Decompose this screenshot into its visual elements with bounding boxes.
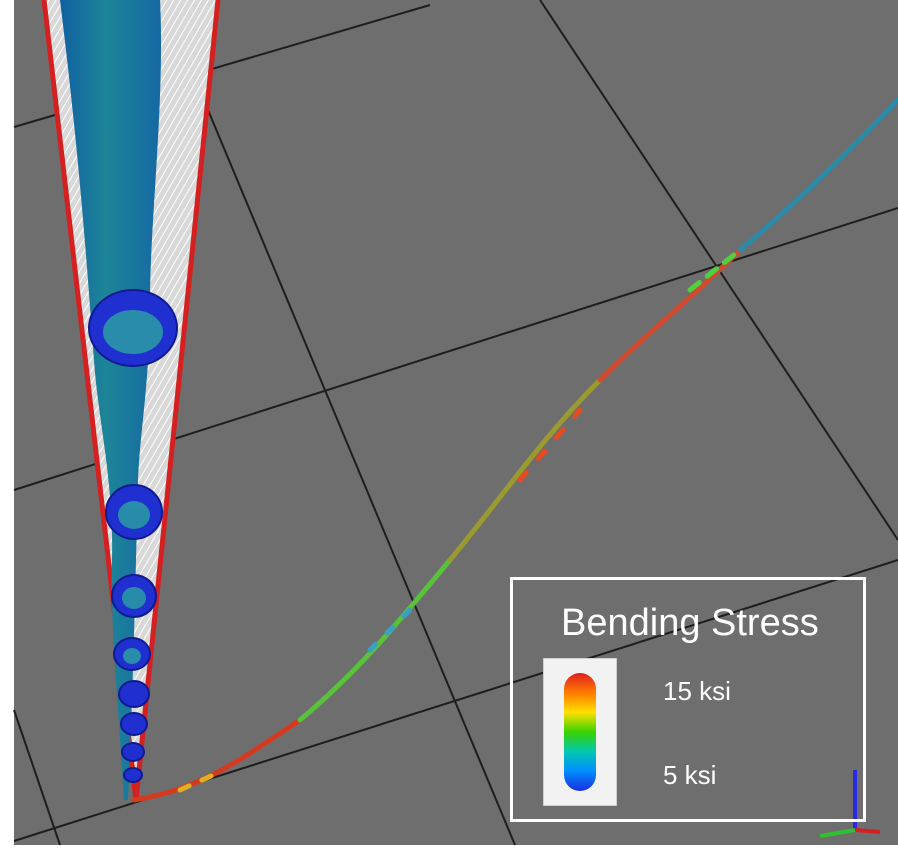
pipe-string bbox=[60, 0, 162, 800]
collar-highlights bbox=[103, 310, 163, 664]
collar bbox=[120, 712, 148, 736]
collar bbox=[118, 680, 150, 708]
legend-colorbar bbox=[564, 673, 596, 791]
legend-title: Bending Stress bbox=[561, 602, 819, 644]
legend-max-label: 15 ksi bbox=[663, 676, 731, 706]
cone-outline-right bbox=[133, 0, 221, 801]
well-trajectory bbox=[131, 97, 898, 803]
legend-colorbar-frame bbox=[543, 658, 617, 806]
stress-legend: Bending Stress 15 ksi 5 ksi bbox=[510, 577, 866, 822]
legend-min-label: 5 ksi bbox=[663, 760, 717, 790]
collar bbox=[123, 767, 143, 783]
collar bbox=[121, 742, 145, 762]
